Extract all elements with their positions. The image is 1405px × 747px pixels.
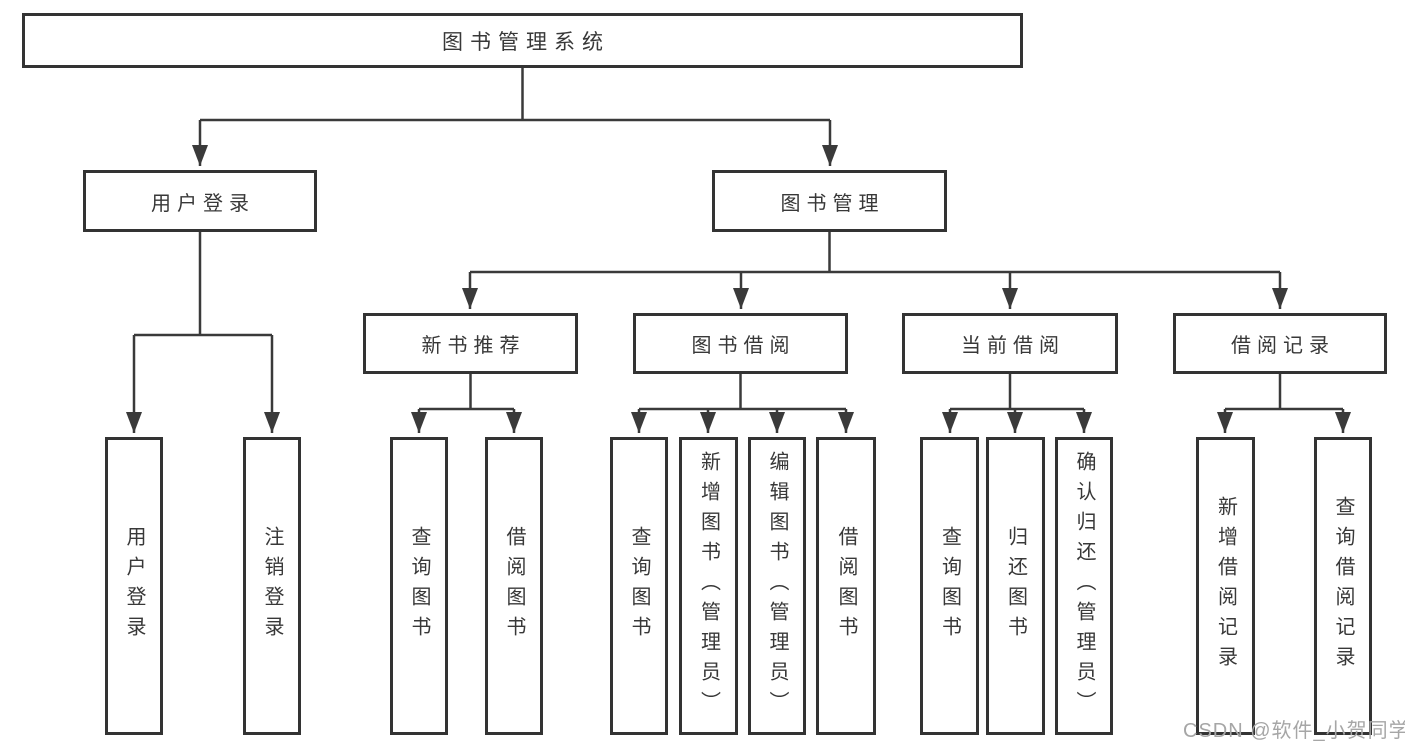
leaf-query-borrow-record: 查询借阅记录 (1314, 437, 1372, 735)
node-label: 图书借阅 (691, 335, 796, 357)
node-label: 借阅图书 (835, 526, 857, 646)
leaf-logout: 注销登录 (243, 437, 301, 735)
leaf-query-book-current: 查询图书 (920, 437, 979, 735)
leaf-borrow-book: 借阅图书 (816, 437, 876, 735)
csdn-watermark: CSDN @软件_小贺同学 (1183, 720, 1405, 742)
node-label: 新增图书（管理员） (697, 451, 720, 721)
node-label: 用户登录 (151, 192, 255, 215)
node-label: 确认归还（管理员） (1073, 451, 1095, 721)
leaf-user-login: 用户登录 (105, 437, 163, 735)
node-label: 注销登录 (261, 526, 283, 646)
node-label: 新增借阅记录 (1214, 496, 1237, 676)
node-label: 图书管理 (780, 192, 885, 215)
node-label: 用户登录 (123, 526, 145, 646)
leaf-return-book: 归还图书 (986, 437, 1045, 735)
node-root-library-system: 图书管理系统 (22, 13, 1023, 68)
leaf-confirm-return-admin: 确认归还（管理员） (1055, 437, 1113, 735)
node-label: 查询借阅记录 (1332, 496, 1354, 676)
leaf-borrow-book-recommend: 借阅图书 (485, 437, 543, 735)
leaf-query-book-borrowing: 查询图书 (610, 437, 668, 735)
leaf-add-book-admin: 新增图书（管理员） (679, 437, 738, 735)
connector-arrows (126, 120, 1351, 433)
node-label: 查询图书 (938, 526, 961, 646)
node-label: 编辑图书（管理员） (766, 451, 788, 721)
node-label: 查询图书 (408, 526, 430, 646)
node-new-book-recommendation: 新书推荐 (363, 313, 578, 374)
node-label: 查询图书 (628, 526, 650, 646)
node-label: 新书推荐 (421, 335, 526, 357)
node-user-login: 用户登录 (83, 170, 317, 232)
node-label: 归还图书 (1004, 526, 1027, 646)
node-label: 当前借阅 (961, 335, 1065, 357)
node-borrowing-records: 借阅记录 (1173, 313, 1387, 374)
node-label: 借阅图书 (503, 526, 525, 646)
node-book-borrowing: 图书借阅 (633, 313, 848, 374)
leaf-query-book-recommend: 查询图书 (390, 437, 448, 735)
node-current-borrowing: 当前借阅 (902, 313, 1118, 374)
connector-stems (134, 68, 1343, 411)
node-book-management: 图书管理 (712, 170, 947, 232)
node-label: 图书管理系统 (442, 30, 610, 54)
leaf-add-borrow-record: 新增借阅记录 (1196, 437, 1255, 735)
node-label: 借阅记录 (1231, 335, 1335, 357)
leaf-edit-book-admin: 编辑图书（管理员） (748, 437, 806, 735)
